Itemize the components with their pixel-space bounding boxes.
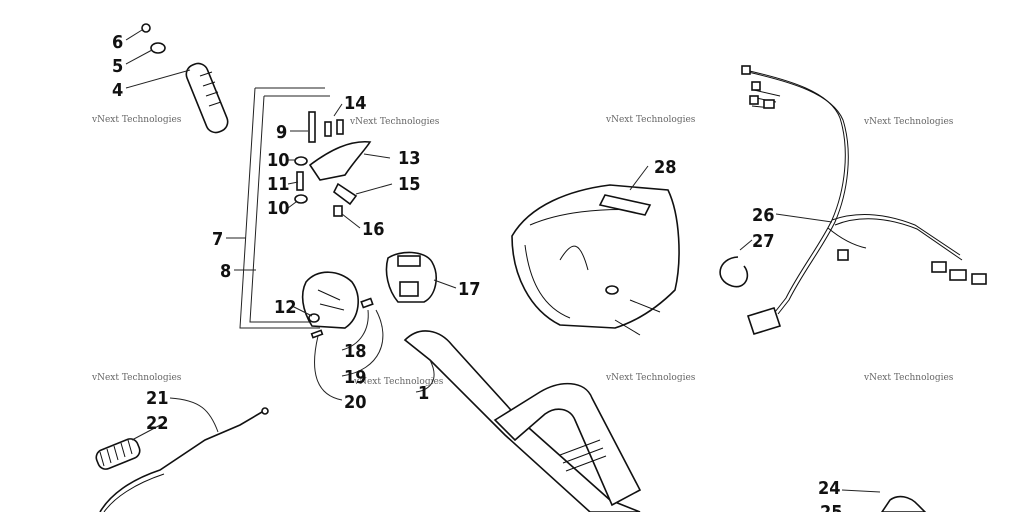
switch-housing xyxy=(385,251,437,303)
callout-19: 19 xyxy=(344,367,367,388)
callout-18: 18 xyxy=(344,341,367,362)
callout-5: 5 xyxy=(112,56,123,77)
throttle-lever-assembly xyxy=(294,111,372,217)
callout-28: 28 xyxy=(654,157,677,178)
watermark-6: vNext Technologies xyxy=(353,377,444,387)
watermark-3: vNext Technologies xyxy=(605,115,696,125)
watermark-2: vNext Technologies xyxy=(349,117,440,127)
callout-20: 20 xyxy=(344,392,367,413)
bracket-part-24 xyxy=(881,495,927,512)
callout-25: 25 xyxy=(820,502,843,512)
callout-11: 11 xyxy=(267,174,290,195)
callout-16: 16 xyxy=(362,219,385,240)
callout-9: 9 xyxy=(276,122,287,143)
callout-21: 21 xyxy=(146,388,169,409)
grip-assembly xyxy=(141,23,229,134)
callout-7: 7 xyxy=(212,229,223,250)
callout-6: 6 xyxy=(112,32,123,53)
watermark-7: vNext Technologies xyxy=(605,373,696,383)
callout-17: 17 xyxy=(458,279,481,300)
callout-27: 27 xyxy=(752,231,775,252)
callout-24: 24 xyxy=(818,478,841,499)
throttle-bracket-lines xyxy=(239,87,330,329)
callout-10b: 10 xyxy=(267,198,290,219)
watermark-4: vNext Technologies xyxy=(863,117,954,127)
callouts: 6 5 4 7 8 9 10 11 10 12 14 13 15 16 17 1… xyxy=(112,32,843,512)
storage-bag xyxy=(511,184,680,336)
harness-clamp xyxy=(719,256,749,288)
wiring-harness xyxy=(741,65,987,335)
callout-14: 14 xyxy=(344,93,367,114)
cable-assembly xyxy=(95,407,269,512)
watermark-1: vNext Technologies xyxy=(91,115,182,125)
watermark-8: vNext Technologies xyxy=(863,373,954,383)
callout-15: 15 xyxy=(398,174,421,195)
watermark-5: vNext Technologies xyxy=(91,373,182,383)
callout-8: 8 xyxy=(220,261,231,282)
leader-lines xyxy=(125,29,881,493)
callout-12: 12 xyxy=(274,297,297,318)
callout-10a: 10 xyxy=(267,150,290,171)
callout-22: 22 xyxy=(146,413,169,434)
throttle-housing xyxy=(301,271,374,339)
handlebar xyxy=(403,330,642,512)
callout-4: 4 xyxy=(112,80,123,101)
watermarks: vNext Technologies vNext Technologies vN… xyxy=(91,115,954,387)
callout-1: 1 xyxy=(418,383,429,404)
callout-13: 13 xyxy=(398,148,421,169)
callout-26: 26 xyxy=(752,205,775,226)
